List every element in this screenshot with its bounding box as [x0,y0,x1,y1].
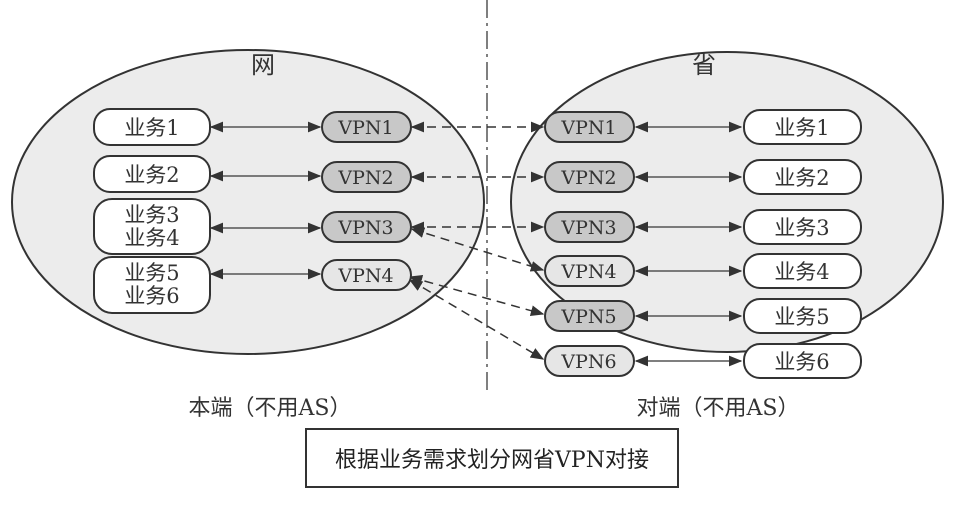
left-service-label: 业务1 [124,116,179,140]
left-vpn1 [321,111,412,143]
right-vpn-label: VPN4 [560,261,616,283]
cross-link-vpn4-vpn6 [408,279,545,360]
right-vpn-label: VPN1 [560,117,616,139]
left-service-label: 业务4 [124,226,179,250]
cross-link-vpn3-vpn4 [410,227,545,272]
right-service-label: 业务6 [774,350,829,374]
left-vpn-label: VPN1 [337,117,393,139]
left-vpn4 [321,259,412,291]
right-vpn6 [544,345,635,377]
diagram-caption: 根据业务需求划分网省VPN对接 [305,428,679,488]
right-vpn-label: VPN5 [560,306,616,328]
right-vpn-label: VPN3 [560,217,616,239]
left-vpn-label: VPN2 [337,167,393,189]
right-vpn2 [544,161,635,193]
left-service-label: 业务3 [124,203,179,227]
right-service-label: 业务2 [774,166,829,190]
right-region-footer: 对端（不用AS） [637,396,800,421]
left-service-label: 业务2 [124,163,179,187]
right-service-label: 业务4 [774,260,829,284]
right-vpn3 [544,211,635,243]
left-service-label: 业务6 [124,284,179,308]
right-vpn1 [544,111,635,143]
left-service-label: 业务5 [124,261,179,285]
right-service-label: 业务3 [774,216,829,240]
left-region-footer: 本端（不用AS） [189,396,352,421]
left-vpn2 [321,161,412,193]
left-vpn-label: VPN3 [337,217,393,239]
right-vpn4 [544,255,635,287]
left-region-ellipse [11,49,485,355]
right-vpn-label: VPN6 [560,351,616,373]
left-vpn-label: VPN4 [337,265,393,287]
right-vpn-label: VPN2 [560,167,616,189]
left-service-box-1 [93,108,211,146]
left-vpn3 [321,211,412,243]
right-service-box-2 [743,159,862,195]
right-service-box-4 [743,253,862,289]
right-service-label: 业务1 [774,116,829,140]
left-service-box-4 [93,256,211,314]
right-service-box-6 [743,343,862,379]
right-service-box-3 [743,209,862,245]
right-service-box-1 [743,109,862,145]
caption-text: 根据业务需求划分网省VPN对接 [335,448,649,473]
left-service-box-3 [93,198,211,255]
right-vpn5 [544,300,635,332]
right-service-label: 业务5 [774,305,829,329]
right-region-title: 省 [692,51,716,79]
right-service-box-5 [743,298,862,334]
left-region-title: 网 [251,51,275,79]
left-service-box-2 [93,155,211,193]
